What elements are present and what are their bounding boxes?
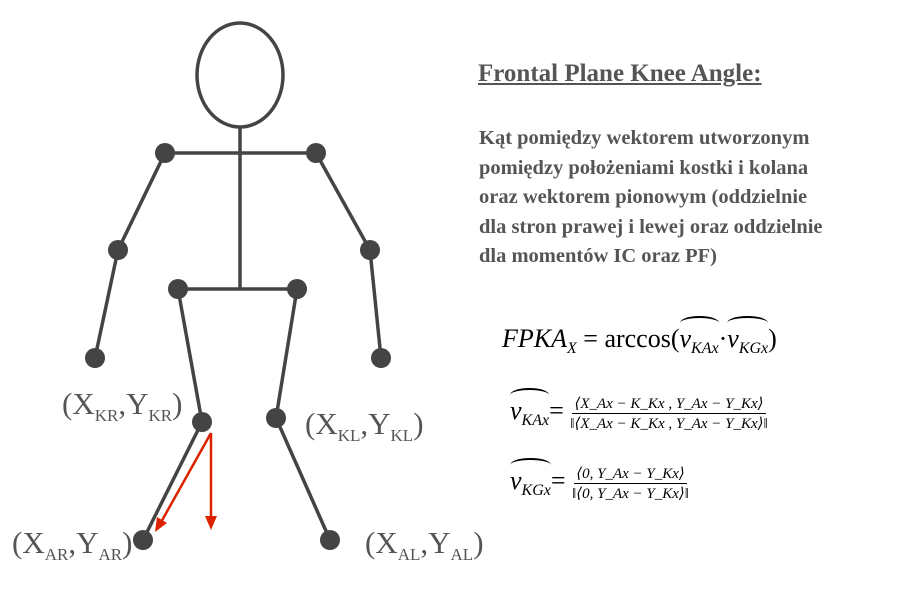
description-line: dla stron prawej i lewej oraz oddzielnie <box>479 215 823 238</box>
joint-ankle-right <box>133 530 153 550</box>
joint-knee-left <box>266 408 286 428</box>
description-line: dla momentów IC oraz PF) <box>479 245 717 267</box>
label-knee-right: (XKR,YKR) <box>62 386 183 425</box>
formula-v-kgx: vKGx= ⟨0, Y_Ax − Y_Kx⟩‖⟨0, Y_Ax − Y_Kx⟩‖ <box>510 457 689 503</box>
joint-hip-left <box>287 279 307 299</box>
formula-fpka: FPKAX = arccos(vKAx·vKGx) <box>502 315 777 358</box>
description-line: oraz wektorem pionowym (oddzielnie <box>479 186 808 208</box>
joint-elbow-right <box>108 240 128 260</box>
description: Kąt pomiędzy wektorem utworzonym pomiędz… <box>479 124 823 272</box>
head <box>195 21 285 129</box>
joint-wrist-left <box>371 348 391 368</box>
joint-knee-right <box>192 412 212 432</box>
joint-hip-right <box>168 279 188 299</box>
knee-ankle-vector-arrow <box>158 432 213 525</box>
joint-ankle-left <box>320 530 340 550</box>
label-ankle-right: (XAR,YAR) <box>12 525 133 564</box>
joint-elbow-left <box>360 240 380 260</box>
arm-right <box>93 152 167 359</box>
description-line: pomiędzy położeniami kostki i kolana <box>479 156 809 179</box>
title: Frontal Plane Knee Angle: <box>478 60 762 87</box>
description-line: Kąt pomiędzy wektorem utworzonym <box>479 127 810 149</box>
joint-wrist-right <box>85 348 105 368</box>
joint-shoulder-right <box>155 143 175 163</box>
label-ankle-left: (XAL,YAL) <box>365 525 484 564</box>
joint-shoulder-left <box>306 143 326 163</box>
formula-v-kax: vKAx= ⟨X_Ax − K_Kx , Y_Ax − Y_Kx⟩‖⟨X_Ax … <box>510 387 768 433</box>
label-knee-left: (XKL,YKL) <box>305 406 424 445</box>
